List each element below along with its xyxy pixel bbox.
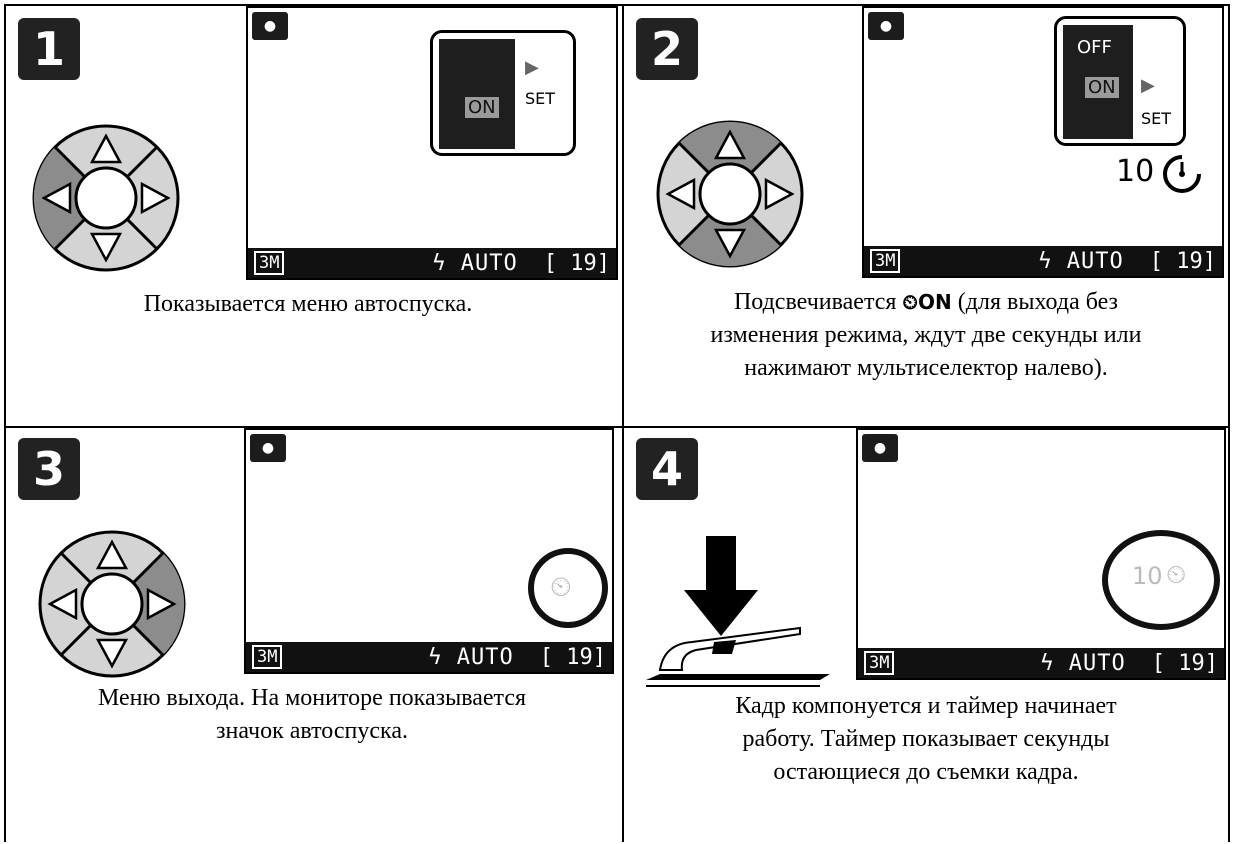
resolution-indicator: 3M xyxy=(254,251,285,275)
self-timer-on-option: ON xyxy=(1085,77,1119,98)
caption-line-2: работу. Таймер показывает секунды xyxy=(742,726,1110,752)
status-bar: 3M ϟ AUTO [ 19] xyxy=(248,248,616,278)
multiselector-right-pressed-icon xyxy=(38,530,186,678)
caption-text: (для выхода без xyxy=(957,289,1119,315)
step-number-badge: 3 xyxy=(18,438,80,500)
status-bar: 3M ϟ AUTO [ 19] xyxy=(858,648,1224,678)
caption-text: Подсвечивается xyxy=(733,289,897,315)
caption-line: Показывается меню автоспуска. xyxy=(143,291,473,317)
menu-arrow-icon: ▶ xyxy=(525,57,539,77)
menu-selection: OFF ON xyxy=(1063,25,1133,139)
camera-monitor: ● OFF ON ▶ SET 10 3M ϟ AUTO [ 19] xyxy=(862,6,1224,278)
row-divider xyxy=(4,426,1230,428)
status-bar: 3M ϟ AUTO [ 19] xyxy=(864,246,1222,276)
self-timer-off-option: OFF xyxy=(1077,37,1112,58)
flash-mode: ϟ AUTO xyxy=(428,644,514,670)
step-number-badge: 4 xyxy=(636,438,698,500)
step-1-panel: 1 ● ON ▶ SET 3M ϟ AUTO [ 19] Показываетс… xyxy=(6,6,622,426)
flash-mode: ϟ AUTO xyxy=(1040,650,1126,676)
flash-mode-label: AUTO xyxy=(1068,650,1126,676)
flash-mode-label: AUTO xyxy=(456,644,514,670)
step-4-panel: 4 ● 10 ⏲ 3M ϟ AUTO [ 19] Кадр компонуетс… xyxy=(624,428,1228,842)
flash-mode-label: AUTO xyxy=(1066,248,1124,274)
menu-arrow-icon: ▶ xyxy=(1141,75,1155,95)
self-timer-icon: ⏲ xyxy=(902,290,919,314)
caption-line-3: нажимают мультиселектор налево). xyxy=(744,355,1108,381)
step-number-badge: 1 xyxy=(18,18,80,80)
step-number-badge: 2 xyxy=(636,18,698,80)
column-divider xyxy=(622,4,624,842)
status-bar: 3M ϟ AUTO [ 19] xyxy=(246,642,612,672)
flash-mode: ϟ AUTO xyxy=(1038,248,1124,274)
multiselector-left-pressed-icon xyxy=(32,124,180,272)
flash-mode: ϟ AUTO xyxy=(432,250,518,276)
menu-set-label: SET xyxy=(1141,109,1172,128)
camera-icon: ● xyxy=(868,12,904,40)
frames-remaining: [ 19] xyxy=(539,644,606,670)
camera-monitor: ● ⏲ 3M ϟ AUTO [ 19] xyxy=(244,428,614,674)
step-2-panel: 2 ● OFF ON ▶ SET 10 3M ϟ AUTO xyxy=(624,6,1228,426)
caption-line-2: изменения режима, ждут две секунды или xyxy=(710,322,1142,348)
step-caption: Меню выхода. На мониторе показывается зн… xyxy=(6,682,618,748)
menu-set-label: SET xyxy=(525,89,556,108)
self-timer-icon xyxy=(1163,155,1201,193)
caption-line-2: значок автоспуска. xyxy=(216,718,408,744)
timer-seconds-faint: 10 xyxy=(1132,562,1163,590)
self-timer-on-option: ON xyxy=(465,97,499,118)
camera-icon: ● xyxy=(862,434,898,462)
caption-line-3: остающиеся до съемки кадра. xyxy=(773,759,1079,785)
caption-line-1: Кадр компонуется и таймер начинает xyxy=(735,693,1117,719)
step-caption: Кадр компонуется и таймер начинает работ… xyxy=(624,690,1228,789)
self-timer-icon: ⏲ xyxy=(1166,560,1187,590)
caption-on-label: ON xyxy=(918,290,952,314)
self-timer-menu: OFF ON ▶ SET xyxy=(1054,16,1186,146)
camera-monitor: ● ON ▶ SET 3M ϟ AUTO [ 19] xyxy=(246,6,618,280)
camera-icon: ● xyxy=(252,12,288,40)
caption-line-1: Меню выхода. На мониторе показывается xyxy=(97,685,527,711)
timer-seconds: 10 xyxy=(1116,154,1155,189)
resolution-indicator: 3M xyxy=(870,249,901,273)
highlight-circle xyxy=(528,548,608,628)
flash-mode-label: AUTO xyxy=(460,250,518,276)
frames-remaining: [ 19] xyxy=(1151,650,1218,676)
camera-monitor: ● 10 ⏲ 3M ϟ AUTO [ 19] xyxy=(856,428,1226,680)
highlight-circle xyxy=(1102,530,1220,630)
multiselector-up-down-icon xyxy=(656,120,804,268)
step-3-panel: 3 ● ⏲ 3M ϟ AUTO [ 19] Меню выхода. На мо… xyxy=(6,428,622,842)
page-frame xyxy=(4,4,1230,842)
camera-icon: ● xyxy=(250,434,286,462)
resolution-indicator: 3M xyxy=(864,651,895,675)
resolution-indicator: 3M xyxy=(252,645,283,669)
caption-line-1: Подсвечивается ⏲ON (для выхода без xyxy=(624,286,1228,319)
step-caption: Подсвечивается ⏲ON (для выхода без измен… xyxy=(624,286,1228,385)
self-timer-menu: ON ▶ SET xyxy=(430,30,576,156)
step-caption: Показывается меню автоспуска. xyxy=(6,288,610,321)
frames-remaining: [ 19] xyxy=(543,250,610,276)
frames-remaining: [ 19] xyxy=(1149,248,1216,274)
shutter-press-icon xyxy=(646,536,830,687)
menu-selection: ON xyxy=(439,39,515,149)
self-timer-icon: ⏲ xyxy=(550,570,572,603)
